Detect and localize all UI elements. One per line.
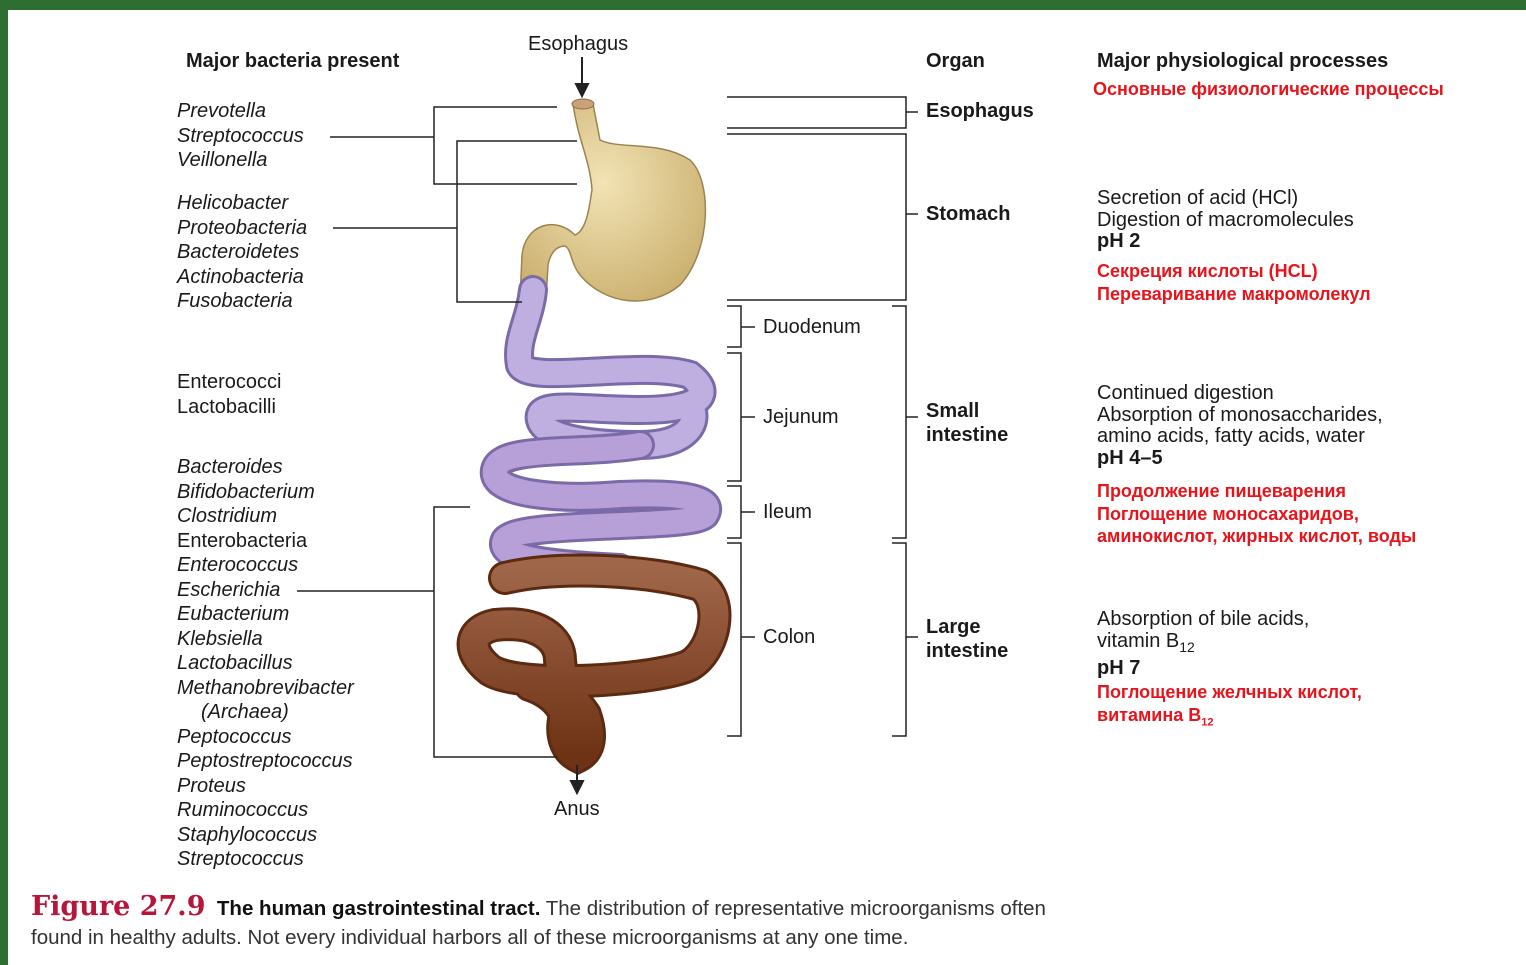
segment-brackets [727,306,755,736]
bacteria-name: Streptococcus [177,847,354,872]
process-stomach-line: Digestion of macromolecules [1097,210,1354,232]
organ-stomach: Stomach [926,202,1010,226]
process-large-intestine-ru: Поглощение желчных кислот, витамина B12 [1097,681,1362,734]
process-stomach-ru: Секреция кислоты (HCL) Переваривание мак… [1097,260,1371,305]
anus-label: Anus [554,798,600,821]
organ-header: Organ [926,50,985,73]
process-large-ru-vitamin-sub: 12 [1201,716,1213,728]
stomach-shape [520,99,705,301]
bacteria-name: Enterococcus [177,553,354,578]
segment-jejunum: Jejunum [763,406,839,429]
process-large-vitamin: vitamin B12 [1097,631,1309,659]
bacteria-name: Bacteroides [177,455,354,480]
bacteria-name: Proteobacteria [177,216,307,241]
process-small-line: Absorption of monosaccharides, [1097,405,1383,427]
bacteria-name: Ruminococcus [177,798,354,823]
process-small-line: Continued digestion [1097,383,1383,405]
bacteria-header: Major bacteria present [186,50,399,73]
bacteria-name: Lactobacillus [177,651,354,676]
bacteria-name: Bacteroidetes [177,240,307,265]
process-large-line: Absorption of bile acids, [1097,609,1309,631]
organ-large-intestine: Large intestine [926,615,1008,663]
bacteria-name: Lactobacilli [177,395,282,420]
bacteria-name: Escherichia [177,578,354,603]
bacteria-name: Prevotella [177,99,304,124]
process-stomach-ru-line: Секреция кислоты (HCL) [1097,260,1371,283]
bacteria-name: Streptococcus [177,124,304,149]
bacteria-name: Clostridium [177,504,354,529]
bacteria-name: (Archaea) [177,700,354,725]
bacteria-name: Actinobacteria [177,265,307,290]
figure-caption: Figure 27.9 The human gastrointestinal t… [31,892,1046,952]
bacteria-name: Peptococcus [177,725,354,750]
process-small-ru-line: аминокислот, жирных кислот, воды [1097,525,1416,548]
bacteria-name: Bifidobacterium [177,480,354,505]
organ-small-line2: intestine [926,423,1008,447]
caption-title: The human gastrointestinal tract. [217,897,541,920]
bacteria-name: Fusobacteria [177,289,307,314]
process-stomach-line: Secretion of acid (HCl) [1097,188,1354,210]
caption-line1: The distribution of representative micro… [546,897,1046,920]
esophagus-label: Esophagus [528,33,628,56]
organ-small-intestine: Small intestine [926,399,1008,447]
bacteria-name: Methanobrevibacter [177,676,354,701]
process-small-intestine-ru: Продолжение пищеварения Поглощение монос… [1097,480,1416,548]
organ-small-line1: Small [926,399,1008,423]
esophagus-arrow [576,57,588,96]
organ-large-line1: Large [926,615,1008,639]
segment-colon: Colon [763,626,815,649]
process-small-ru-line: Продолжение пищеварения [1097,480,1416,503]
bacteria-name: Veillonella [177,148,304,173]
processes-header-ru: Основные физиологические процессы [1093,78,1444,101]
processes-header: Major physiological processes [1097,50,1388,73]
bacteria-name: Klebsiella [177,627,354,652]
process-stomach: Secretion of acid (HCl) Digestion of mac… [1097,188,1354,253]
process-large-ru-line: Поглощение желчных кислот, [1097,681,1362,704]
caption-line2: found in healthy adults. Not every indiv… [31,923,1046,952]
process-large-intestine: Absorption of bile acids, vitamin B12 pH… [1097,609,1309,680]
segment-duodenum: Duodenum [763,316,861,339]
small-intestine-shape [495,290,707,568]
bacteria-name: Proteus [177,774,354,799]
process-stomach-ru-line: Переваривание макромолекул [1097,283,1371,306]
bacteria-name: Helicobacter [177,191,307,216]
colon-shape [474,571,715,756]
process-small-intestine: Continued digestion Absorption of monosa… [1097,383,1383,469]
bacteria-name: Staphylococcus [177,823,354,848]
figure-number: Figure 27.9 [31,891,206,922]
process-small-ph: pH 4–5 [1097,448,1383,470]
process-large-vitamin-text: vitamin B [1097,630,1179,652]
segment-ileum: Ileum [763,501,812,524]
bacteria-name: Eubacterium [177,602,354,627]
bacteria-name: Enterococci [177,370,282,395]
process-large-vitamin-sub: 12 [1179,639,1195,655]
process-large-ph: pH 7 [1097,658,1309,680]
process-large-ru-vitamin-text: витамина B [1097,705,1201,725]
bacteria-name: Enterobacteria [177,529,354,554]
process-small-ru-line: Поглощение моносахаридов, [1097,503,1416,526]
organ-esophagus: Esophagus [926,99,1034,123]
process-large-ru-vitamin: витамина B12 [1097,704,1362,734]
process-stomach-ph: pH 2 [1097,231,1354,253]
bacteria-name: Peptostreptococcus [177,749,354,774]
organ-large-line2: intestine [926,639,1008,663]
process-small-line: amino acids, fatty acids, water [1097,426,1383,448]
